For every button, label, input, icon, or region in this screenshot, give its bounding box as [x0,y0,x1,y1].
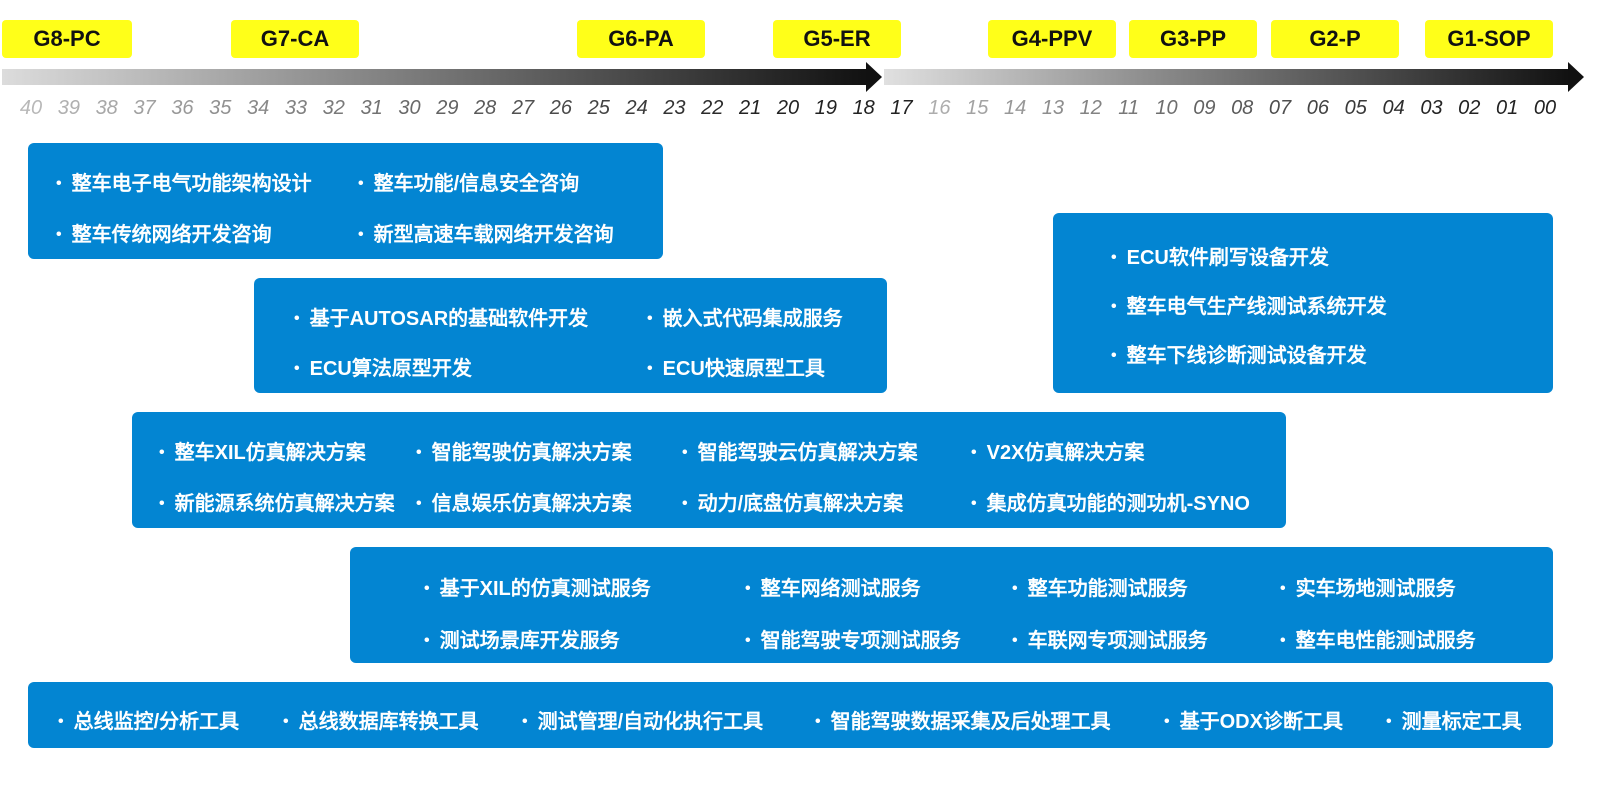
tick-label: 19 [814,97,837,119]
tick-label: 25 [587,97,610,119]
tick-label: 17 [890,97,913,119]
list-item: •整车传统网络开发咨询 [56,224,272,246]
timeline-arrow-left [2,62,882,92]
list-item: •整车功能测试服务 [1012,578,1188,600]
tick-label: 06 [1306,97,1330,119]
list-item: •ECU软件刷写设备开发 [1111,247,1329,269]
list-item: •测量标定工具 [1386,711,1522,733]
tick-label: 33 [284,97,308,119]
gate-g7: G7-CA [231,20,359,58]
list-item: •整车电子电气功能架构设计 [56,173,312,195]
list-item: •车联网专项测试服务 [1012,630,1208,652]
tick-label: 01 [1496,97,1519,119]
tick-label: 31 [360,97,383,119]
tick-label: 02 [1458,97,1481,119]
tick-label: 16 [928,97,951,119]
tick-label: 00 [1533,97,1557,119]
tick-label: 40 [19,97,43,119]
gate-g3: G3-PP [1129,20,1257,58]
tick-label: 15 [966,97,989,119]
list-item: •智能驾驶仿真解决方案 [416,442,632,464]
timeline-arrow-right [884,62,1600,92]
list-item: •整车XIL仿真解决方案 [159,442,366,464]
tick-label: 24 [625,97,648,119]
arrow-head-icon [866,62,882,92]
list-item: •整车功能/信息安全咨询 [358,173,580,195]
tick-label: 21 [739,97,762,119]
gate-g4: G4-PPV [988,20,1116,58]
tick-label: 10 [1155,97,1178,119]
tick-label: 36 [171,97,194,119]
list-item: •智能驾驶云仿真解决方案 [682,442,918,464]
list-item: •新型高速车载网络开发咨询 [358,224,614,246]
tick-label: 14 [1003,97,1027,119]
list-item: •测试管理/自动化执行工具 [522,711,764,733]
list-item: •新能源系统仿真解决方案 [159,493,395,515]
arrow-head-icon [1568,62,1584,92]
list-item: •整车下线诊断测试设备开发 [1111,345,1367,367]
tick-label: 37 [133,97,156,119]
tick-label: 39 [57,97,80,119]
tick-label: 38 [95,97,118,119]
tick-label: 22 [701,97,724,119]
list-item: •基于XIL的仿真测试服务 [424,578,651,600]
gate-g8: G8-PC [2,20,132,58]
list-item: •基于AUTOSAR的基础软件开发 [294,308,589,330]
gate-g2: G2-P [1271,20,1399,58]
tick-label: 03 [1420,97,1443,119]
gate-g5: G5-ER [773,20,901,58]
list-item: •智能驾驶数据采集及后处理工具 [815,711,1111,733]
tick-label: 11 [1118,97,1140,119]
list-item: •实车场地测试服务 [1280,578,1456,600]
tick-label: 12 [1079,97,1102,119]
list-item: •整车电气生产线测试系统开发 [1111,296,1387,318]
tick-label: 20 [776,97,800,119]
tick-label: 08 [1231,97,1254,119]
tick-label: 27 [511,97,535,119]
tick-label: 26 [549,97,573,119]
timeline-arrow-right-shaft [884,69,1570,85]
box-simulation: •整车XIL仿真解决方案 •智能驾驶仿真解决方案 •智能驾驶云仿真解决方案 •V… [132,412,1286,528]
list-item: •基于ODX诊断工具 [1164,711,1343,733]
list-item: •总线数据库转换工具 [283,711,479,733]
list-item: •测试场景库开发服务 [424,630,620,652]
tick-label: 28 [474,97,497,119]
tick-label: 18 [852,97,875,119]
gate-g1: G1-SOP [1425,20,1553,58]
list-item: •ECU算法原型开发 [294,358,472,380]
list-item: •嵌入式代码集成服务 [647,308,843,330]
tick-label: 34 [246,97,270,119]
list-item: •V2X仿真解决方案 [971,442,1145,464]
list-item: •总线监控/分析工具 [58,711,240,733]
tick-label: 29 [436,97,459,119]
box-tools: •总线监控/分析工具 •总线数据库转换工具 •测试管理/自动化执行工具 •智能驾… [28,682,1553,748]
tick-label: 07 [1268,97,1292,119]
box-architecture: •整车电子电气功能架构设计 •整车功能/信息安全咨询 •整车传统网络开发咨询 •… [28,143,663,259]
timeline-arrow-left-shaft [2,69,868,85]
tick-label: 35 [209,97,232,119]
list-item: •ECU快速原型工具 [647,358,825,380]
tick-label: 04 [1382,97,1405,119]
tick-label: 23 [663,97,686,119]
tick-label: 32 [322,97,345,119]
gate-g6: G6-PA [577,20,705,58]
tick-label: 09 [1193,97,1216,119]
box-software: •基于AUTOSAR的基础软件开发 •嵌入式代码集成服务 •ECU算法原型开发 … [254,278,887,393]
list-item: •智能驾驶专项测试服务 [745,630,961,652]
list-item: •整车电性能测试服务 [1280,630,1476,652]
list-item: •信息娱乐仿真解决方案 [416,493,632,515]
tick-label: 05 [1344,97,1367,119]
list-item: •集成仿真功能的测功机-SYNO [971,493,1250,515]
box-production: •ECU软件刷写设备开发 •整车电气生产线测试系统开发 •整车下线诊断测试设备开… [1053,213,1553,393]
tick-label: 13 [1041,97,1065,119]
box-testing: •基于XIL的仿真测试服务 •整车网络测试服务 •整车功能测试服务 •实车场地测… [350,547,1553,663]
list-item: •动力/底盘仿真解决方案 [682,493,904,515]
list-item: •整车网络测试服务 [745,578,921,600]
tick-label: 30 [398,97,421,119]
